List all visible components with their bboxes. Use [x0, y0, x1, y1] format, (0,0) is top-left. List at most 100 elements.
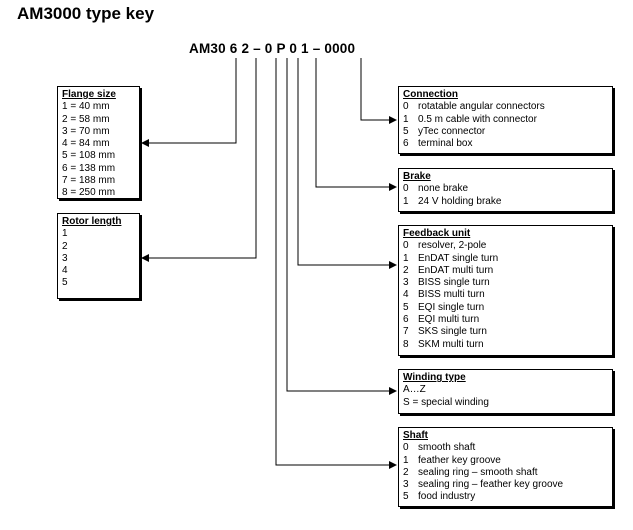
winding-type-item: A…Z: [403, 384, 426, 396]
code-brake: 1: [301, 41, 309, 56]
rotor-length-heading: Rotor length: [62, 216, 122, 227]
rotor-length-item: 5: [62, 277, 68, 289]
code-feedback: 0: [289, 41, 298, 56]
shaft-item: 1 feather key groove: [403, 455, 608, 467]
feedback-unit-item: 1 EnDAT single turn: [403, 253, 608, 265]
shaft-code: 2: [403, 466, 409, 478]
connection-item: 1 0.5 m cable with connector: [403, 114, 608, 126]
connector-brake: [315, 58, 397, 191]
flange-size-heading: Flange size: [62, 89, 116, 100]
winding-type-heading: Winding type: [403, 372, 466, 383]
code-shaft: 0: [264, 41, 273, 56]
connection-label: yTec connector: [418, 125, 486, 137]
flange-size-item: 1 = 40 mm: [62, 101, 110, 113]
flange-size-item: 4 = 84 mm: [62, 138, 110, 150]
feedback-unit-heading: Feedback unit: [403, 228, 471, 239]
connector-winding: [286, 58, 397, 395]
code-rotor: 2: [241, 41, 250, 56]
shaft-item: 2 sealing ring – smooth shaft: [403, 467, 608, 479]
feedback-unit-label: SKS single turn: [418, 326, 487, 338]
connection-box: Connection 0 rotatable angular connectors…: [398, 86, 613, 154]
connection-item: 6 terminal box: [403, 138, 608, 150]
feedback-unit-code: 2: [403, 264, 409, 276]
connection-code: 1: [403, 113, 409, 125]
connector-rotor: [141, 58, 257, 262]
feedback-unit-item: 6 EQI multi turn: [403, 314, 608, 326]
rotor-length-item: 4: [62, 265, 68, 277]
feedback-unit-label: SKM multi turn: [418, 338, 484, 350]
shaft-code: 1: [403, 454, 409, 466]
shaft-heading: Shaft: [403, 430, 428, 441]
feedback-unit-item: 0 resolver, 2-pole: [403, 240, 608, 252]
feedback-unit-label: EnDAT multi turn: [418, 264, 494, 276]
winding-type-box: Winding type A…Z S = special winding: [398, 369, 613, 414]
brake-code: 1: [403, 195, 409, 207]
feedback-unit-code: 1: [403, 252, 409, 264]
feedback-unit-label: BISS multi turn: [418, 289, 485, 301]
connection-label: rotatable angular connectors: [418, 101, 545, 113]
feedback-unit-item: 3 BISS single turn: [403, 277, 608, 289]
code-connection: 0000: [324, 41, 356, 56]
connection-item: 0 rotatable angular connectors: [403, 101, 608, 113]
code-prefix: AM30: [189, 41, 226, 56]
brake-label: none brake: [418, 183, 469, 195]
shaft-label: food industry: [418, 491, 476, 503]
connection-item: 5 yTec connector: [403, 126, 608, 138]
shaft-label: feather key groove: [418, 454, 501, 466]
connection-code: 6: [403, 138, 409, 150]
shaft-code: 5: [403, 491, 409, 503]
feedback-unit-code: 4: [403, 289, 409, 301]
feedback-unit-code: 8: [403, 338, 409, 350]
flange-size-item: 7 = 188 mm: [62, 175, 116, 187]
flange-size-item: 2 = 58 mm: [62, 113, 110, 125]
connection-label: terminal box: [418, 138, 473, 150]
rotor-length-item: 3: [62, 252, 68, 264]
connector-feedback: [297, 58, 397, 269]
feedback-unit-code: 0: [403, 240, 409, 252]
flange-size-item: 5 = 108 mm: [62, 150, 116, 162]
shaft-label: smooth shaft: [418, 442, 476, 454]
page-title: AM3000 type key: [17, 4, 155, 23]
shaft-label: sealing ring – feather key groove: [418, 479, 564, 491]
feedback-unit-item: 8 SKM multi turn: [403, 339, 608, 351]
feedback-unit-item: 7 SKS single turn: [403, 326, 608, 338]
rotor-length-box: Rotor length 1 2 3 4 5: [57, 213, 140, 299]
connector-flange: [141, 58, 237, 147]
type-code: AM30 6 2 – 0 P 0 1 – 0000: [189, 41, 355, 56]
connection-code: 5: [403, 125, 409, 137]
rotor-length-item: 2: [62, 240, 68, 252]
connection-heading: Connection: [403, 89, 458, 100]
brake-label: 24 V holding brake: [418, 195, 502, 207]
winding-type-item: S = special winding: [403, 396, 489, 408]
flange-size-item: 6 = 138 mm: [62, 162, 116, 174]
feedback-unit-label: EQI multi turn: [418, 314, 480, 326]
feedback-unit-code: 3: [403, 277, 409, 289]
brake-item: 1 24 V holding brake: [403, 196, 608, 208]
connection-label: 0.5 m cable with connector: [418, 113, 537, 125]
feedback-unit-code: 6: [403, 314, 409, 326]
rotor-length-item: 1: [62, 228, 68, 240]
code-dash-1: –: [253, 41, 261, 56]
feedback-unit-label: resolver, 2-pole: [418, 240, 487, 252]
connection-code: 0: [403, 101, 409, 113]
shaft-label: sealing ring – smooth shaft: [418, 466, 538, 478]
shaft-item: 5 food industry: [403, 491, 608, 503]
code-winding: P: [276, 41, 286, 56]
feedback-unit-label: BISS single turn: [418, 277, 490, 289]
feedback-unit-code: 7: [403, 326, 409, 338]
flange-size-item: 3 = 70 mm: [62, 125, 110, 137]
feedback-unit-label: EnDAT single turn: [418, 252, 499, 264]
connector-shaft: [275, 58, 397, 469]
connector-connection: [360, 58, 397, 124]
feedback-unit-code: 5: [403, 301, 409, 313]
flange-size-box: Flange size 1 = 40 mm 2 = 58 mm 3 = 70 m…: [57, 86, 140, 199]
brake-heading: Brake: [403, 171, 431, 182]
feedback-unit-box: Feedback unit 0 resolver, 2-pole 1 EnDAT s…: [398, 225, 613, 356]
shaft-code: 0: [403, 442, 409, 454]
feedback-unit-label: EQI single turn: [418, 301, 485, 313]
shaft-code: 3: [403, 479, 409, 491]
feedback-unit-item: 4 BISS multi turn: [403, 289, 608, 301]
